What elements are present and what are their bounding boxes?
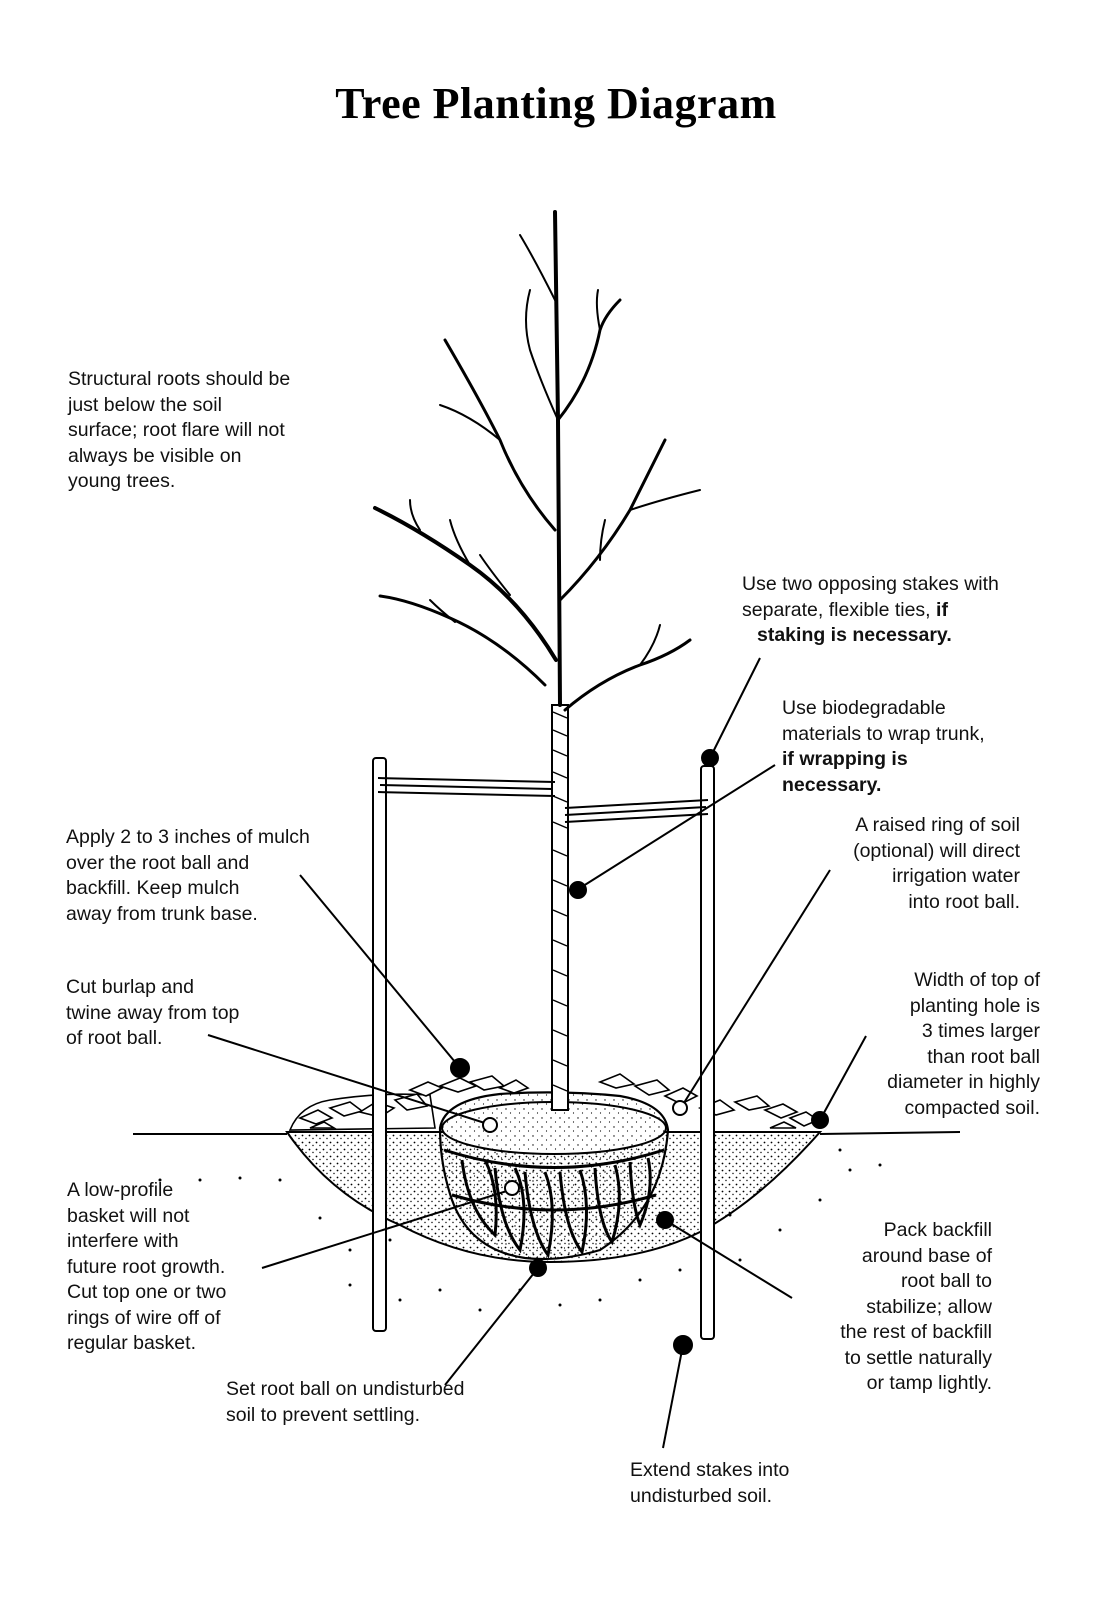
label-trunk-wrap: Use biodegradable materials to wrap trun… [782, 696, 985, 798]
label-mulch: Apply 2 to 3 inches of mulch over the ro… [66, 825, 310, 927]
label-line: Structural roots should be [68, 368, 291, 390]
label-burlap: Cut burlap and twine away from top of ro… [66, 975, 239, 1052]
page-title: Tree Planting Diagram [335, 79, 777, 128]
label-backfill: Pack backfill around base of root ball t… [780, 1218, 992, 1397]
label-line: away from trunk base. [66, 902, 258, 925]
label-line: around base of [861, 1244, 992, 1267]
label-line: surface; root flare will not [68, 419, 285, 441]
label-line: into root ball. [908, 890, 1020, 913]
label-line: Width of top of [914, 969, 1040, 991]
label-line: separate, flexible ties, [742, 598, 937, 621]
label-line: (optional) will direct [853, 839, 1020, 862]
label-line: over the root ball and [66, 851, 250, 874]
label-line: future root growth. [67, 1255, 226, 1278]
label-line: stabilize; allow [866, 1295, 992, 1318]
label-line: Cut burlap and [66, 976, 194, 998]
label-line: Extend stakes into [630, 1459, 790, 1481]
label-line-bold: if wrapping is [782, 748, 908, 770]
undisturbed-soil [158, 1148, 882, 1312]
label-line: the rest of backfill [840, 1321, 992, 1343]
label-line: compacted soil. [904, 1096, 1040, 1119]
label-line: twine away from top [66, 1001, 240, 1024]
label-line: 3 times larger [921, 1020, 1040, 1042]
label-line: undisturbed soil. [630, 1484, 773, 1507]
label-soil-ring: A raised ring of soil (optional) will di… [780, 813, 1020, 915]
label-line: just below the soil [68, 393, 222, 416]
label-line-bold: if [936, 598, 948, 621]
label-line: always be visible on [68, 444, 242, 467]
label-line: diameter in highly [887, 1071, 1040, 1093]
label-line: Cut top one or two [67, 1281, 227, 1303]
stake-ties [377, 777, 709, 823]
label-line: Set root ball on undisturbed [226, 1378, 465, 1400]
label-line: basket will not [67, 1204, 190, 1227]
label-line: Use two opposing stakes with [742, 573, 999, 595]
label-line: of root ball. [66, 1027, 163, 1049]
label-root-ball: Set root ball on undisturbed soil to pre… [226, 1377, 465, 1428]
tree-trunk [551, 704, 569, 1111]
label-line: Use biodegradable [782, 697, 946, 719]
label-line: regular basket. [67, 1332, 196, 1354]
label-line-bold: staking is necessary. [757, 624, 952, 646]
label-line: root ball to [900, 1270, 992, 1292]
label-hole-width: Width of top of planting hole is 3 times… [830, 968, 1040, 1121]
label-stakes: Use two opposing stakes with separate, f… [742, 572, 999, 649]
wire-basket [443, 1148, 665, 1259]
label-basket: A low-profile basket will not interfere … [67, 1178, 226, 1357]
tree-branches [373, 210, 701, 712]
label-line: backfill. Keep mulch [66, 877, 240, 899]
label-line: A low-profile [67, 1179, 174, 1201]
ground-line [133, 1131, 961, 1135]
label-line: than root ball [927, 1045, 1040, 1068]
label-line: rings of wire off of [67, 1306, 221, 1329]
label-line: irrigation water [892, 865, 1020, 887]
label-line: Apply 2 to 3 inches of mulch [66, 826, 310, 848]
label-line: A raised ring of soil [855, 814, 1020, 836]
label-structural-roots: Structural roots should be just below th… [68, 367, 290, 495]
label-line-bold: necessary. [782, 773, 882, 796]
label-line: interfere with [67, 1230, 179, 1252]
label-line: Pack backfill [883, 1219, 992, 1241]
mulch-layer [288, 1073, 820, 1131]
label-line: young trees. [68, 470, 176, 492]
label-line: planting hole is [909, 994, 1040, 1017]
label-extend-stakes: Extend stakes into undisturbed soil. [630, 1458, 789, 1509]
stakes [372, 757, 715, 1340]
label-line: soil to prevent settling. [226, 1403, 421, 1426]
callout-leaders [207, 657, 867, 1449]
label-line: or tamp lightly. [866, 1372, 992, 1394]
label-line: to settle naturally [844, 1346, 992, 1369]
label-line: materials to wrap trunk, [782, 722, 985, 745]
